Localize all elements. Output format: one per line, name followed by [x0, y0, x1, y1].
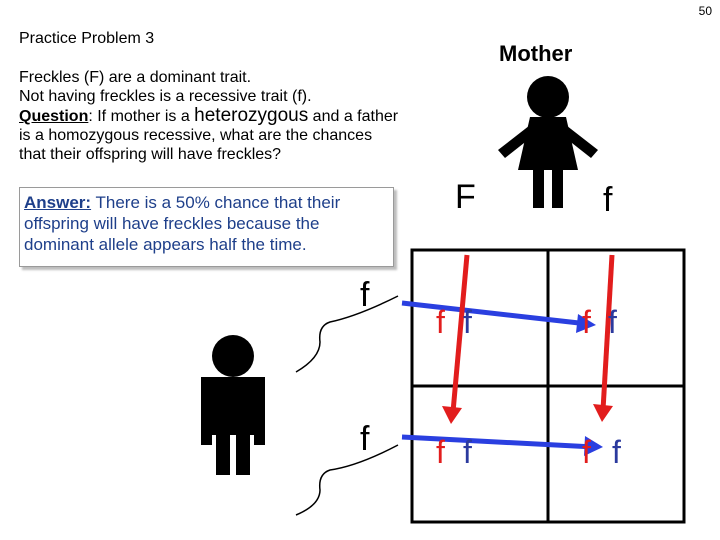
- cell-3-mother-allele: f: [436, 434, 445, 470]
- question-label: Question: [19, 108, 89, 125]
- father-arrows: [401, 300, 603, 456]
- question-post: and a father is a homozygous recessive, …: [19, 108, 399, 163]
- punnett-grid: [410, 248, 686, 524]
- problem-statement: Freckles (F) are a dominant trait. Not h…: [19, 68, 399, 164]
- father-allele-1: f: [360, 276, 370, 314]
- intro-line-2: Not having freckles is a recessive trait…: [19, 88, 312, 105]
- cell-3-father-allele: f: [463, 434, 472, 470]
- answer-box: Answer: There is a 50% chance that their…: [19, 187, 394, 267]
- father-figure-icon: [201, 335, 265, 475]
- father-allele-2: f: [360, 420, 370, 458]
- mother-label: Mother: [499, 41, 573, 66]
- answer-text: There is a 50% chance that their offspri…: [24, 193, 341, 254]
- father-connector-bottom: [295, 444, 399, 516]
- mother-figure-icon: [498, 76, 598, 208]
- page-number: 50: [698, 4, 712, 18]
- cell-2-mother-allele: f: [582, 304, 591, 340]
- slide-title: Practice Problem 3: [19, 30, 155, 47]
- mother-allele-2: f: [603, 181, 613, 219]
- cell-2-father-allele: f: [608, 304, 617, 340]
- cell-1-father-allele: f: [463, 304, 472, 340]
- cell-4-mother-allele: f: [582, 434, 591, 470]
- cell-1-mother-allele: f: [436, 304, 445, 340]
- mother-arrows: [442, 254, 615, 424]
- question-text: Question: If mother is a heterozygous an…: [19, 106, 399, 164]
- mother-allele-1: F: [455, 178, 476, 216]
- question-pre: : If mother is a: [88, 108, 195, 125]
- father-connector-top: [295, 295, 399, 373]
- cell-4-father-allele: f: [612, 434, 621, 470]
- question-highlight: heterozygous: [194, 105, 309, 126]
- intro-line-1: Freckles (F) are a dominant trait.: [19, 69, 252, 86]
- answer-label: Answer:: [24, 193, 92, 212]
